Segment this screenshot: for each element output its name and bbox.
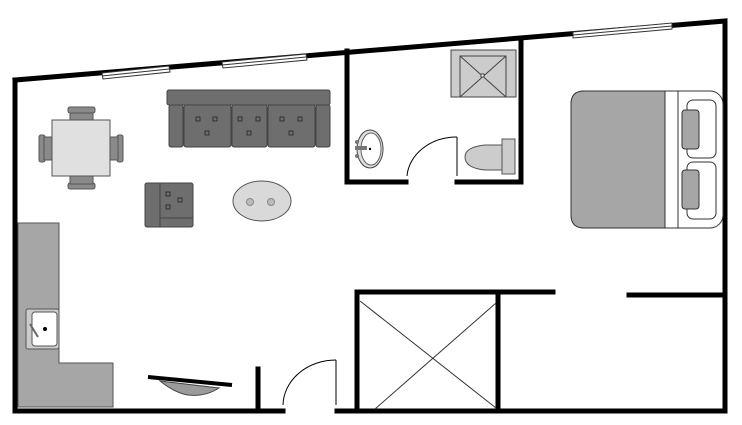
windows — [101, 22, 673, 80]
tv — [147, 375, 233, 396]
bathroom-sink — [355, 129, 384, 169]
kitchen-counter — [17, 222, 114, 408]
sofa — [166, 89, 331, 148]
kitchen-sink — [25, 308, 60, 350]
armchair — [144, 182, 194, 228]
bed — [570, 90, 724, 229]
coffee-table — [232, 180, 292, 222]
dining-table — [38, 106, 124, 190]
shower — [450, 49, 517, 98]
closet-marker — [359, 300, 497, 410]
bathroom-door[interactable] — [406, 136, 458, 177]
entry-door[interactable] — [282, 359, 337, 406]
toilet — [464, 138, 516, 175]
